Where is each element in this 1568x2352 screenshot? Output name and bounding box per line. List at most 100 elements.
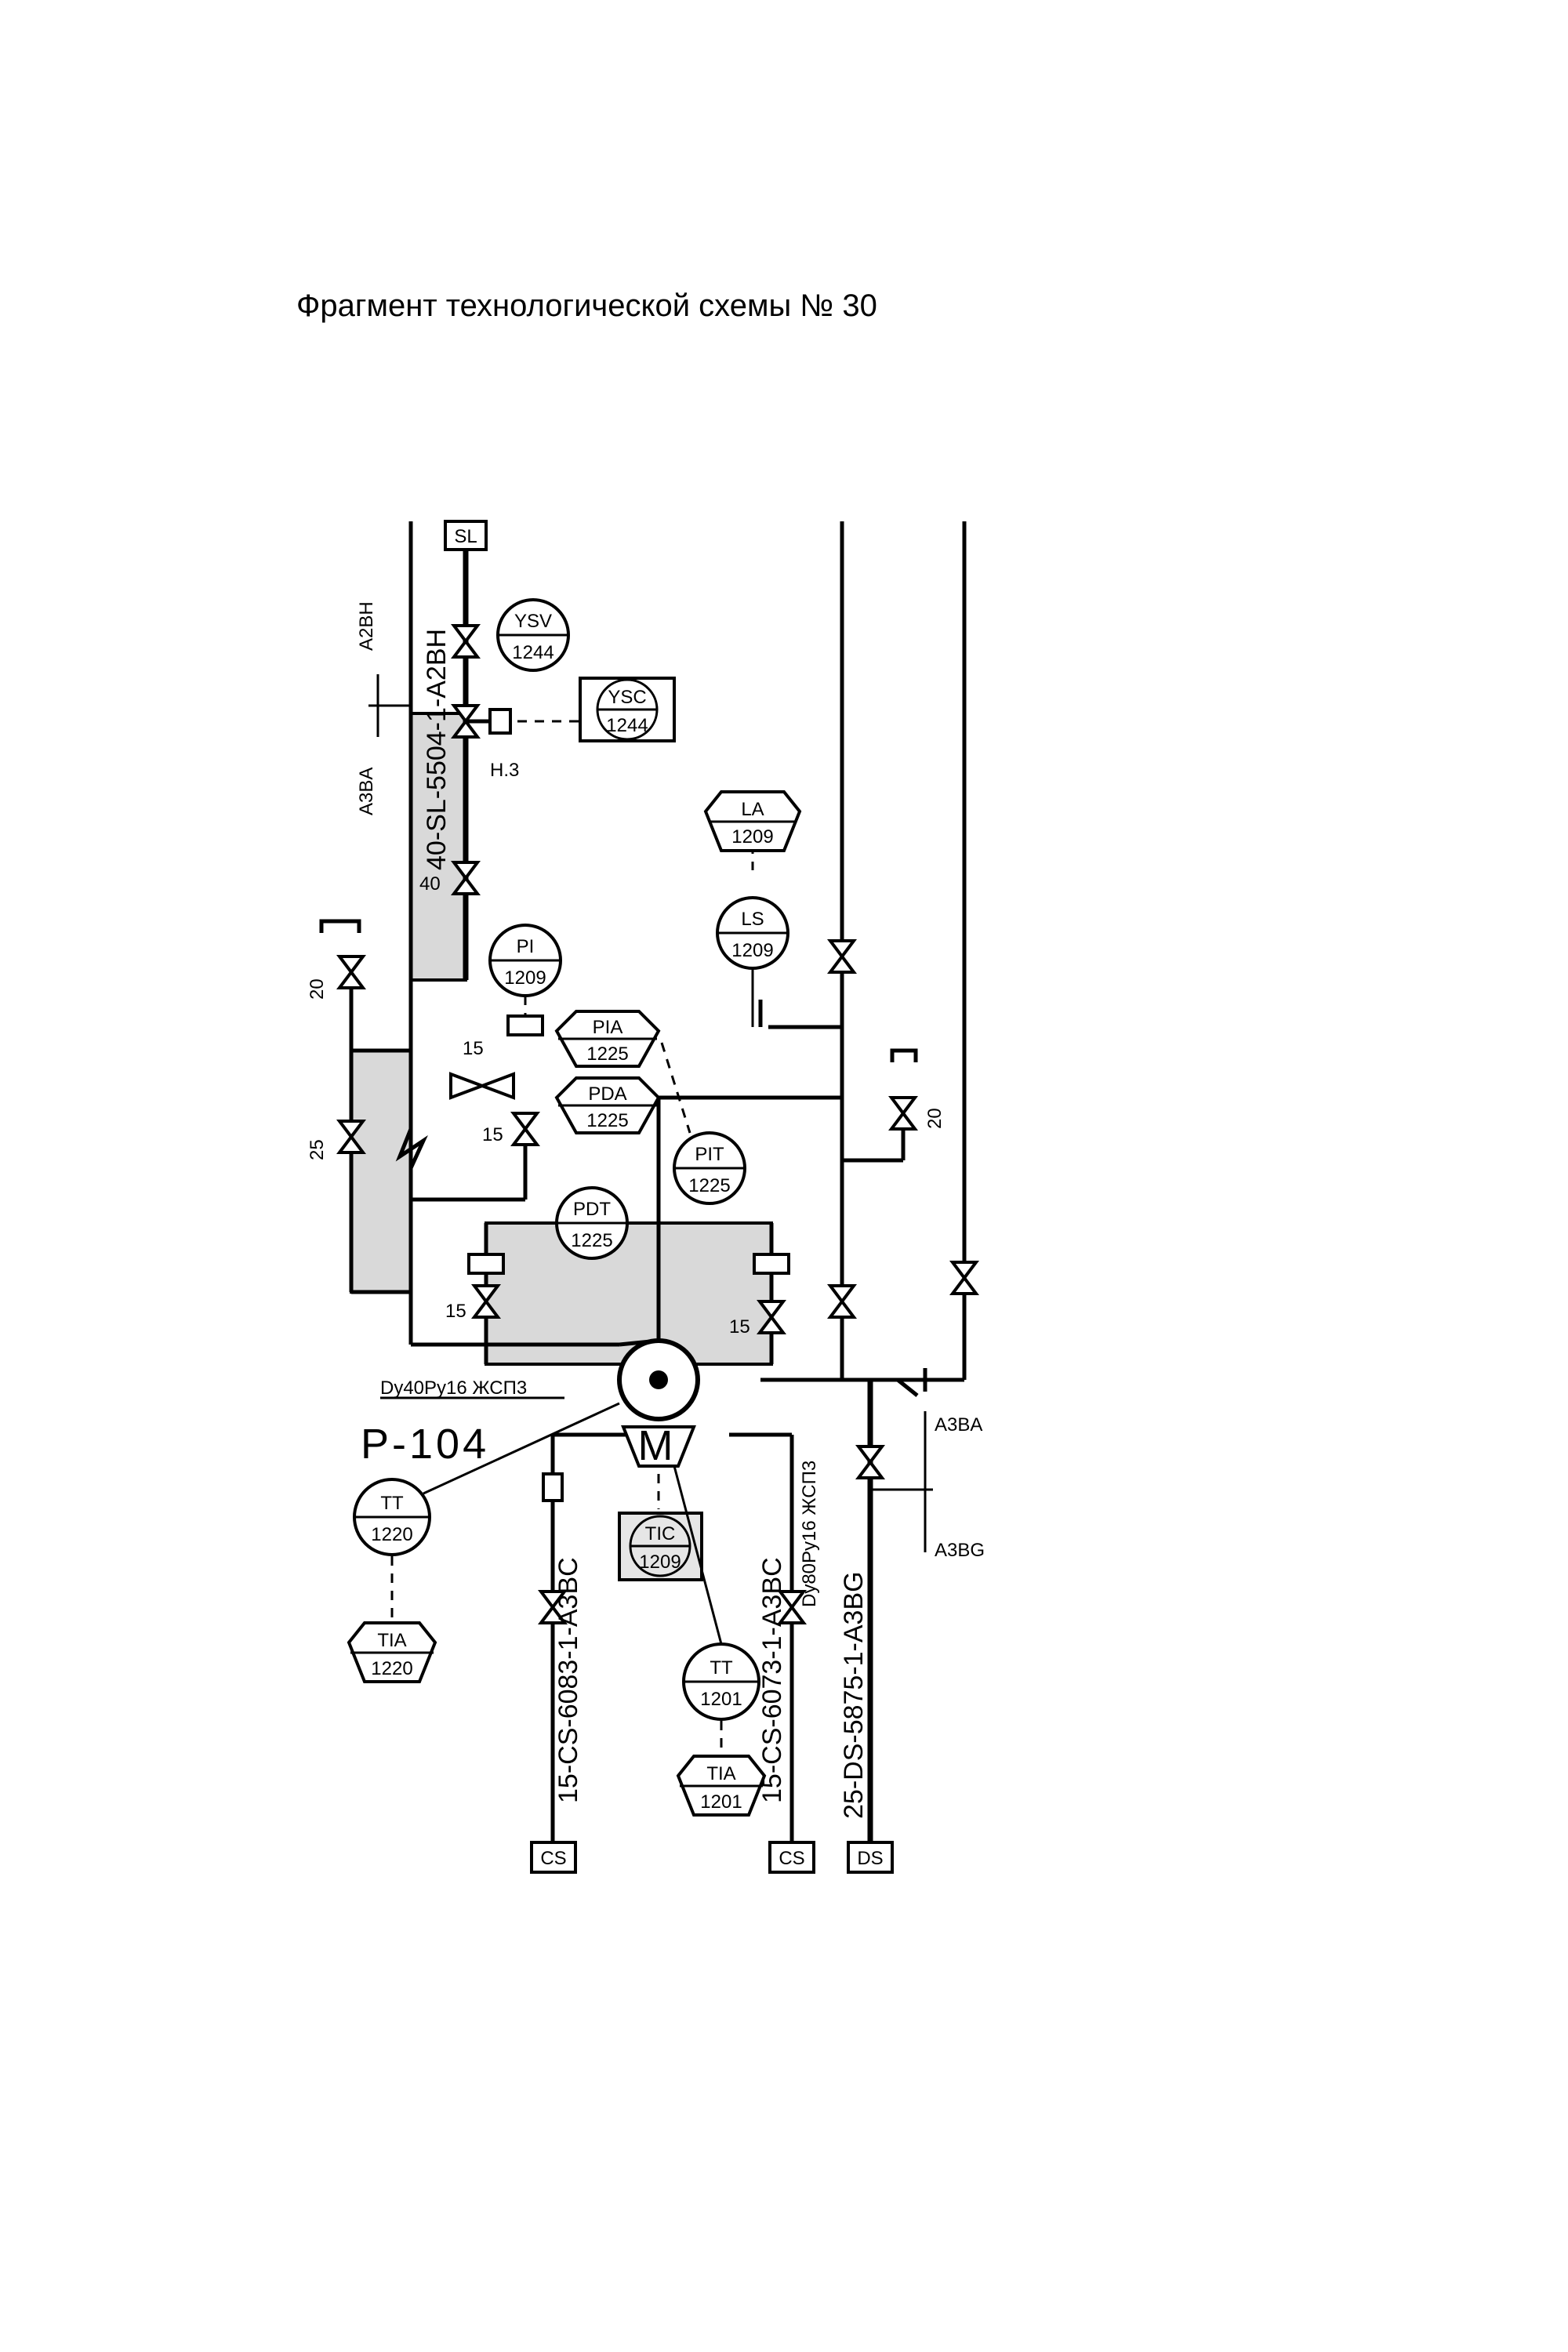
svg-text:PIA: PIA xyxy=(593,1017,623,1038)
line-sl: 40-SL-5504-1-A2BH xyxy=(422,629,452,870)
instrument-pda: PDA 1225 xyxy=(554,1076,661,1134)
svg-text:1201: 1201 xyxy=(700,1791,742,1813)
valve-level-line xyxy=(827,939,857,974)
sl-shade xyxy=(409,712,467,982)
seal-pi xyxy=(506,1014,544,1036)
line-cs1: 15-CS-6083-1-A3BC xyxy=(554,1557,583,1803)
terminal-sl: SL xyxy=(444,520,488,551)
valve-right-1 xyxy=(827,1284,857,1319)
spec-dn15-right: 15 xyxy=(729,1316,750,1338)
svg-text:YSV: YSV xyxy=(514,611,552,632)
svg-text:1220: 1220 xyxy=(371,1524,412,1545)
line-cs2: 15-CS-6073-1-A3BC xyxy=(757,1557,787,1803)
svg-text:1225: 1225 xyxy=(586,1044,628,1065)
spec-dn15-left: 15 xyxy=(445,1301,466,1322)
terminals: SL CS CS DS xyxy=(444,520,894,1874)
svg-text:SL: SL xyxy=(454,526,477,547)
svg-text:TIA: TIA xyxy=(377,1630,406,1651)
svg-text:1209: 1209 xyxy=(639,1552,681,1573)
instrument-ysc: YSC 1244 xyxy=(579,677,676,742)
instrument-la: LA 1209 xyxy=(703,790,802,852)
svg-text:CS: CS xyxy=(540,1848,566,1869)
page-title: Фрагмент технологической схемы № 30 xyxy=(296,289,877,323)
instrument-pi: PI 1209 xyxy=(488,924,562,997)
spec-dn40: 40 xyxy=(419,873,441,895)
valve-pi-15 xyxy=(510,1112,540,1146)
spec-a2bh: A2BH xyxy=(356,601,377,651)
valves xyxy=(336,624,979,1624)
piping xyxy=(349,521,967,1858)
svg-text:TT: TT xyxy=(710,1657,733,1679)
svg-text:DS: DS xyxy=(857,1848,883,1869)
spec-dn15-pi: 15 xyxy=(482,1124,503,1145)
valve-pdt-right-15 xyxy=(757,1300,786,1334)
valve-ds xyxy=(855,1445,885,1479)
instrument-ysv: YSV 1244 xyxy=(496,598,570,672)
spec-dn25: 25 xyxy=(307,1139,328,1160)
motor-label: M xyxy=(638,1422,677,1469)
valve-right-2 xyxy=(949,1261,979,1295)
svg-text:TT: TT xyxy=(380,1493,404,1514)
svg-text:TIC: TIC xyxy=(645,1523,676,1544)
svg-text:PI: PI xyxy=(517,936,535,957)
valve-cs1 xyxy=(538,1590,568,1624)
valve-sl-solenoid xyxy=(451,704,512,739)
instrument-pit: PIT 1225 xyxy=(673,1131,746,1205)
valve-drain-20-right xyxy=(888,1096,918,1131)
svg-text:1225: 1225 xyxy=(688,1175,730,1196)
valve-globe-15 xyxy=(449,1072,515,1100)
spec-h3: H.3 xyxy=(490,760,519,781)
valve-pdt-left-15 xyxy=(471,1284,501,1319)
svg-text:CS: CS xyxy=(779,1848,804,1869)
spec-dn15-globe: 15 xyxy=(463,1038,484,1059)
seal-right xyxy=(753,1253,790,1275)
cap-left xyxy=(319,919,361,933)
svg-text:1225: 1225 xyxy=(571,1230,612,1251)
instrument-pdt: PDT 1225 xyxy=(555,1186,629,1260)
pump-p104: M P-104 xyxy=(361,1338,700,1469)
valve-drain-20-left xyxy=(336,955,366,989)
instruments: YSV 1244 YSC 1244 LA 1209 LS 1209 PI 1 xyxy=(347,598,802,1817)
instrument-tic: TIC 1209 xyxy=(618,1512,703,1581)
svg-text:TIA: TIA xyxy=(706,1763,735,1784)
terminal-ds: DS xyxy=(847,1841,894,1874)
spec-discharge: Dy80Py16 ЖСП3 xyxy=(799,1461,820,1607)
svg-text:1244: 1244 xyxy=(606,715,648,736)
svg-text:1201: 1201 xyxy=(700,1689,742,1710)
bypass-shade xyxy=(350,1049,412,1294)
svg-text:LA: LA xyxy=(741,799,764,820)
terminal-cs2: CS xyxy=(768,1841,815,1874)
svg-text:1220: 1220 xyxy=(371,1658,412,1679)
spec-a3ba: A3BA xyxy=(356,768,377,815)
valve-sl-40 xyxy=(451,861,481,895)
svg-text:1209: 1209 xyxy=(731,826,773,848)
seal-left xyxy=(467,1253,505,1275)
svg-text:PDT: PDT xyxy=(573,1199,611,1220)
line-labels: 40-SL-5504-1-A2BH 15-CS-6083-1-A3BC 15-C… xyxy=(422,629,869,1819)
terminal-cs1: CS xyxy=(530,1841,577,1874)
instrument-tia1201: TIA 1201 xyxy=(676,1755,767,1817)
valve-sl-top xyxy=(451,624,481,659)
spec-a3bg: A3BG xyxy=(935,1540,985,1561)
spec-labels: A2BH A3BA H.3 40 20 25 15 15 15 15 20 Dy… xyxy=(307,601,985,1561)
misc-symbols xyxy=(319,919,927,1502)
svg-text:1225: 1225 xyxy=(586,1110,628,1131)
svg-text:1209: 1209 xyxy=(504,967,546,989)
instrument-tt1220: TT 1220 xyxy=(353,1478,431,1556)
spec-dn20-left: 20 xyxy=(307,978,328,1000)
motor-body xyxy=(621,1425,696,1468)
pdt-shade xyxy=(485,1221,773,1366)
line-ds: 25-DS-5875-1-A3BG xyxy=(839,1571,869,1819)
pump-tag: P-104 xyxy=(361,1421,489,1468)
svg-text:PDA: PDA xyxy=(588,1083,626,1105)
svg-text:LS: LS xyxy=(741,909,764,930)
valve-cs2 xyxy=(777,1590,807,1624)
svg-text:1209: 1209 xyxy=(731,940,773,961)
instrument-tt1201: TT 1201 xyxy=(682,1642,760,1721)
svg-text:YSC: YSC xyxy=(608,687,646,708)
svg-text:1244: 1244 xyxy=(512,642,554,663)
spec-suction: Dy40Py16 ЖСП3 xyxy=(380,1377,527,1399)
spec-a3ba-right: A3BA xyxy=(935,1414,982,1436)
svg-text:PIT: PIT xyxy=(695,1144,724,1165)
